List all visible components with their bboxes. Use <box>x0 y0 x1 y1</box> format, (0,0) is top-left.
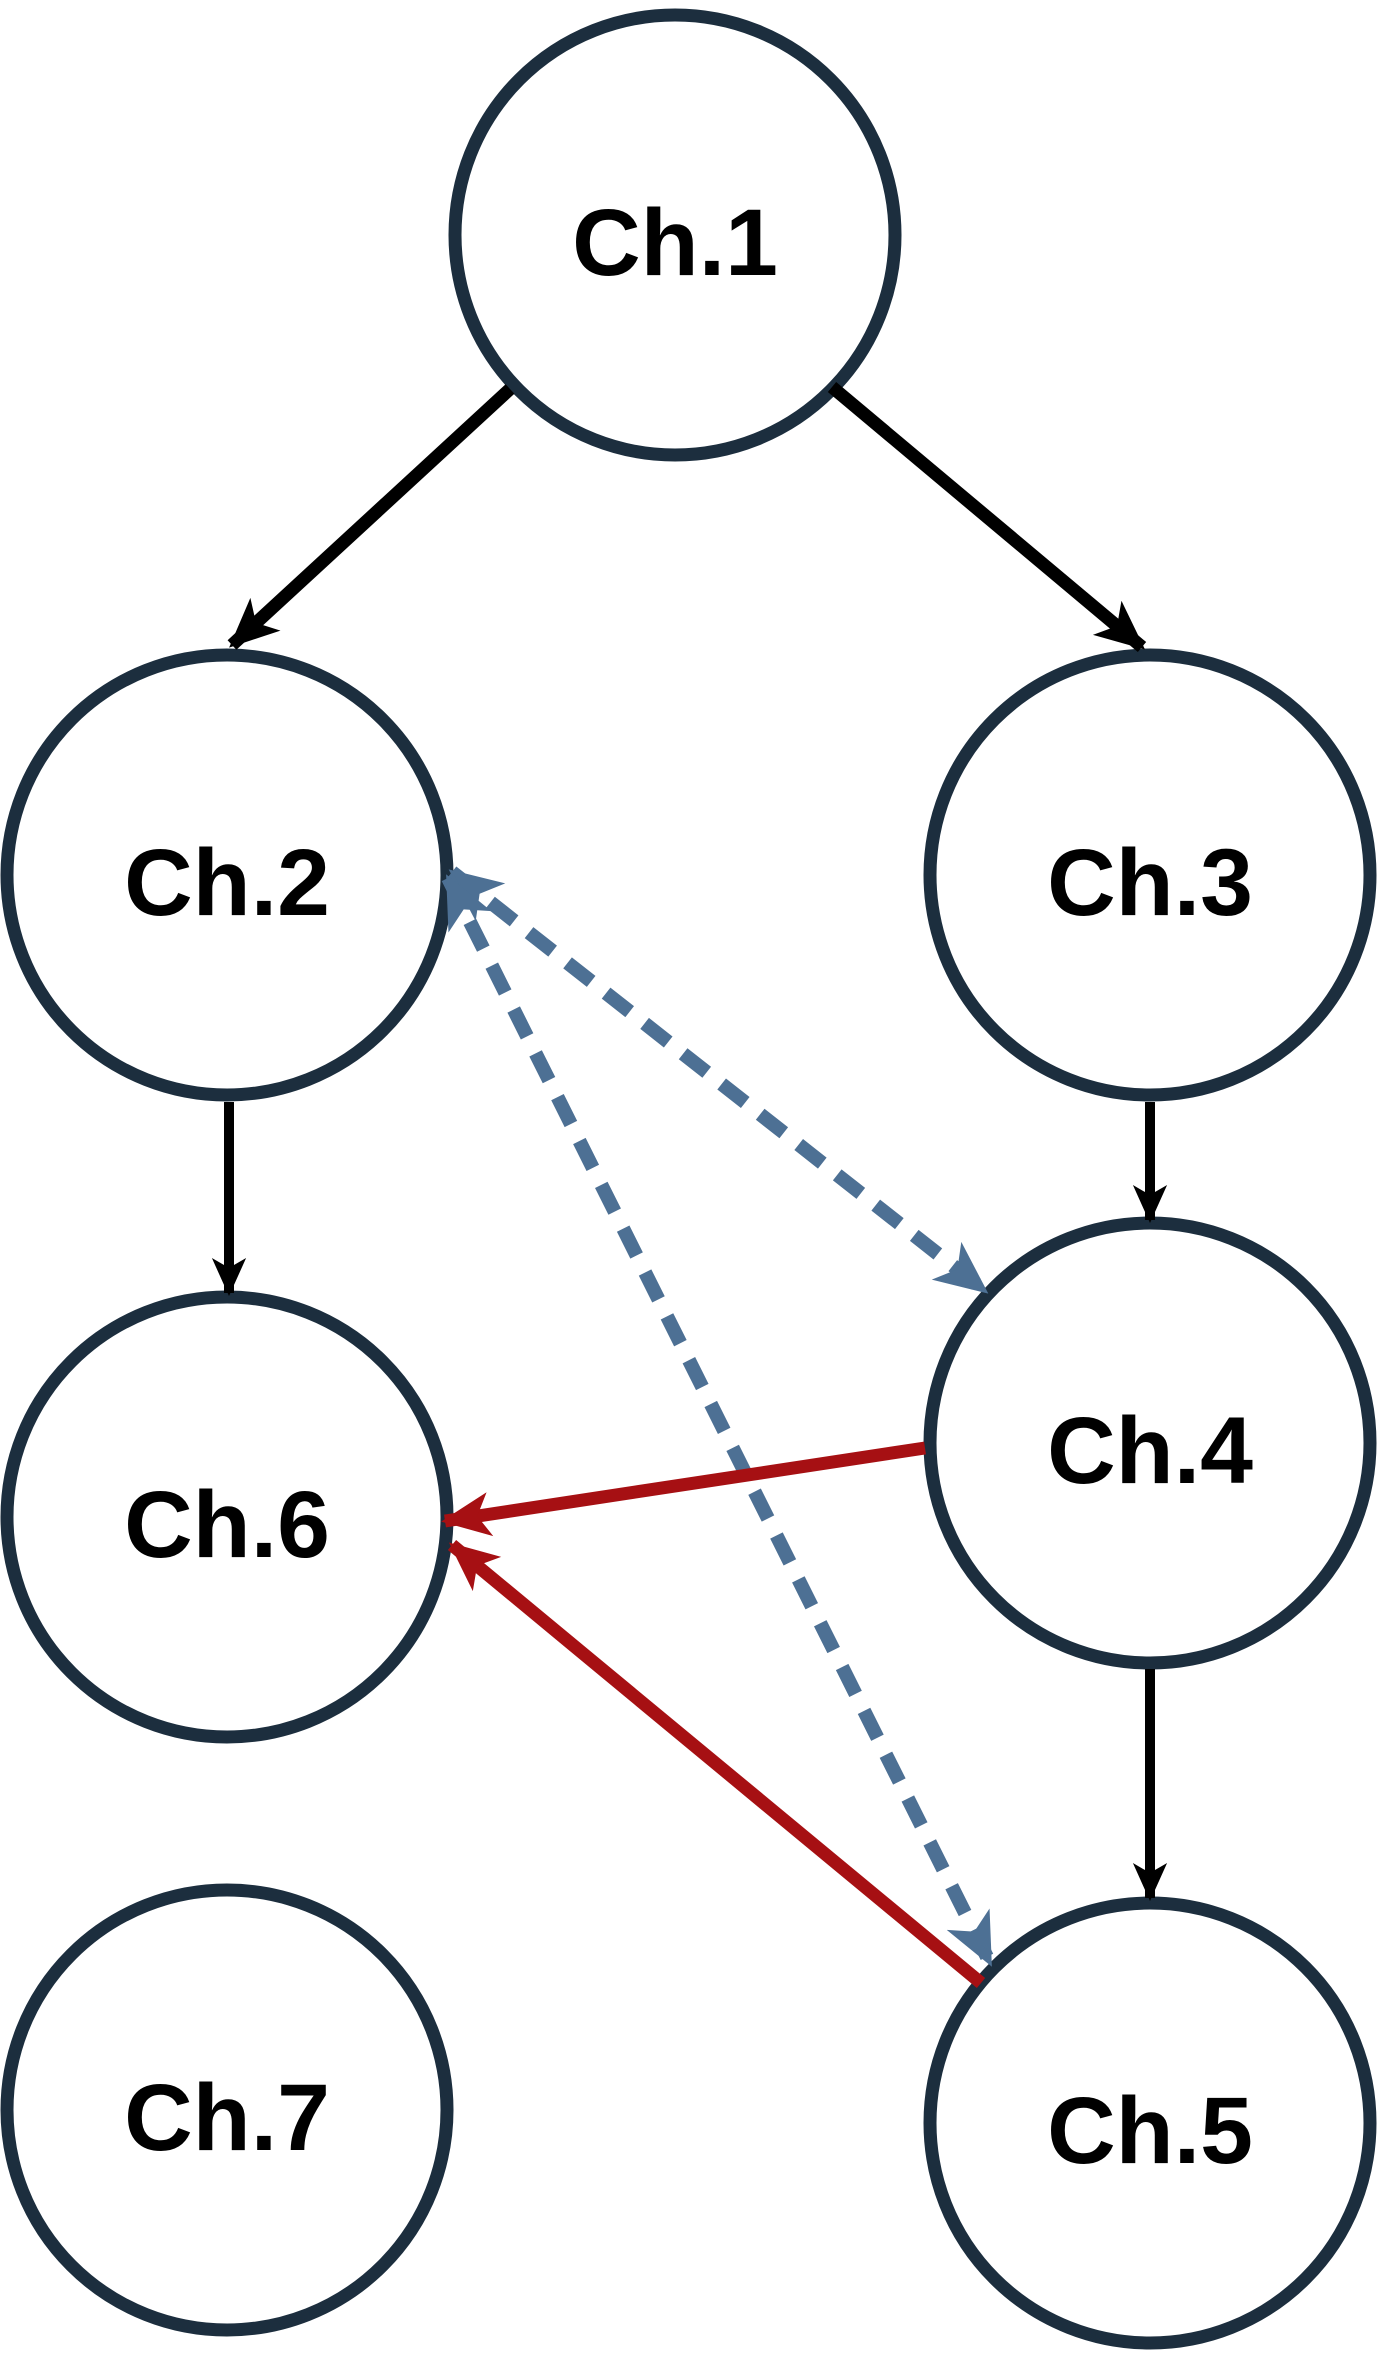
edge-ch1-to-ch3-arrow <box>827 382 1147 652</box>
nodes-layer: Ch.1Ch.2 Ch.3Ch.4Ch.5 Ch.6Ch.7 <box>0 8 1377 2350</box>
edge-ch2-and-ch4-arrow <box>447 866 990 1297</box>
edge-ch1-to-ch2-arrow <box>227 384 515 650</box>
edge-ch2-and-ch5-arrow <box>441 874 997 1967</box>
node-ch7-circle <box>0 1883 454 2337</box>
edges-layer <box>211 382 1168 1989</box>
node-ch5-circle <box>923 1896 1377 2350</box>
node-ch1-circle <box>448 8 902 462</box>
node-ch6-label: Ch.6 <box>124 1472 330 1578</box>
node-ch7-label: Ch.7 <box>124 2065 330 2171</box>
node-ch3-label: Ch.3 <box>1047 830 1253 936</box>
node-ch2-label: Ch.2 <box>124 830 330 936</box>
node-ch5-label: Ch.5 <box>1047 2078 1253 2184</box>
node-ch1-label: Ch.1 <box>572 190 778 296</box>
edge-ch5-to-ch6-arrow <box>447 1539 986 1989</box>
edge-ch4-to-ch6-arrow <box>441 1441 926 1537</box>
node-ch4-label: Ch.4 <box>1047 1398 1253 1504</box>
